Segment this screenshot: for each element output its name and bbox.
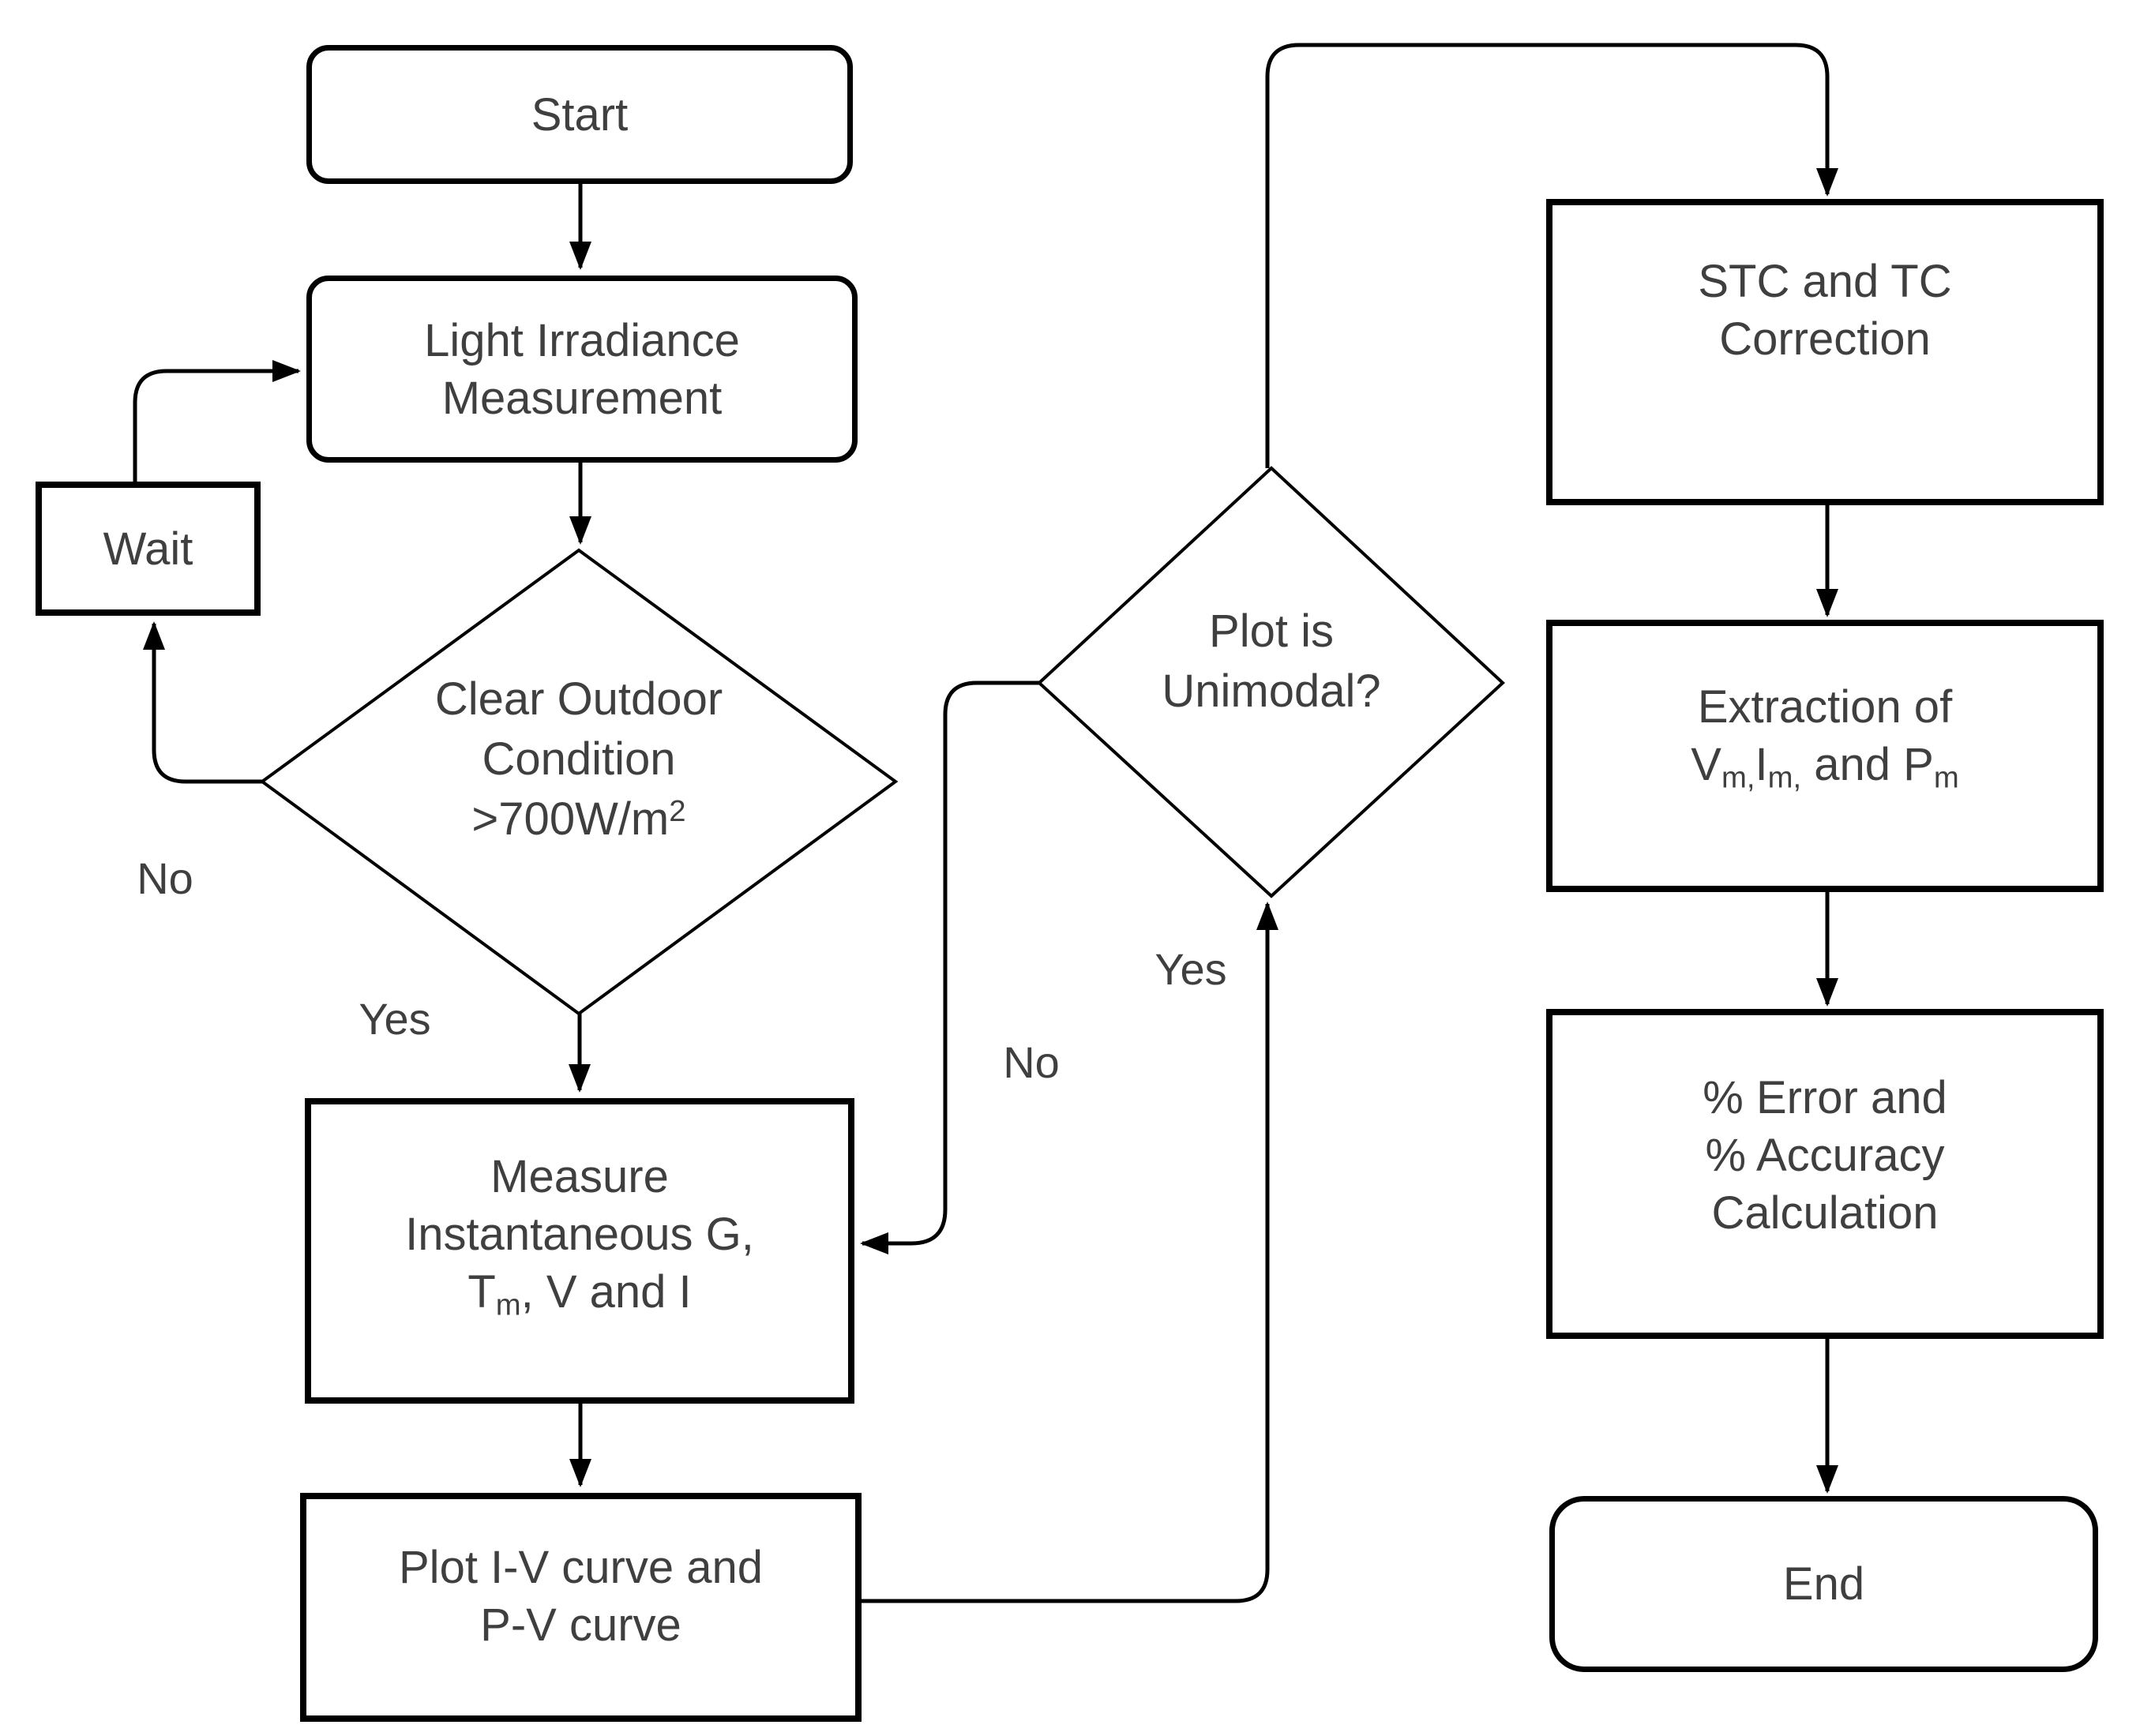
unimodal-yes-to-stc-arrow bbox=[1265, 43, 1838, 468]
plot-to-unimodal-arrow bbox=[862, 902, 1278, 1603]
unimodal-decision-label: Plot is Unimodal? bbox=[1162, 602, 1380, 722]
error-accuracy-label-line2: % Accuracy bbox=[1705, 1130, 1945, 1181]
clear-no-label: No bbox=[137, 853, 193, 903]
extraction-label-line2: Vm,Im, and Pm bbox=[1691, 739, 1959, 795]
clear-outdoor-label-line1: Clear Outdoor bbox=[434, 673, 723, 725]
measure-label-line2: Instantaneous G, bbox=[405, 1209, 754, 1260]
plot-curves-label-line1: Plot I-V curve and bbox=[399, 1542, 763, 1593]
unimodal-label-line1: Plot is bbox=[1209, 606, 1334, 657]
clear-outdoor-label-line3: >700W/m2 bbox=[471, 793, 686, 845]
measure-node: Measure Instantaneous G, Tm, V and I bbox=[305, 1098, 854, 1404]
unimodal-no-arrow bbox=[860, 681, 1039, 1254]
plot-curves-label-line2: P-V curve bbox=[480, 1599, 681, 1651]
wait-to-light-arrow bbox=[133, 360, 301, 482]
extraction-label-line1: Extraction of bbox=[1697, 681, 1953, 733]
error-accuracy-node: % Error and % Accuracy Calculation bbox=[1546, 1009, 2104, 1339]
start-node: Start bbox=[306, 45, 853, 184]
wait-node: Wait bbox=[36, 482, 261, 616]
error-accuracy-label-line1: % Error and bbox=[1703, 1072, 1947, 1123]
plot-curves-node: Plot I-V curve and P-V curve bbox=[300, 1493, 862, 1722]
measure-label-line1: Measure bbox=[490, 1151, 669, 1202]
clear-outdoor-decision-label: Clear Outdoor Condition >700W/m2 bbox=[435, 669, 723, 849]
light-irradiance-label-line1: Light Irradiance bbox=[424, 314, 740, 366]
unimodal-yes-label: Yes bbox=[1154, 944, 1227, 994]
unimodal-decision-shape bbox=[1037, 466, 1505, 898]
unimodal-no-label: No bbox=[1003, 1037, 1060, 1087]
stc-correction-label-line1: STC and TC bbox=[1698, 256, 1952, 307]
start-label: Start bbox=[531, 88, 629, 141]
light-irradiance-node: Light Irradiance Measurement bbox=[306, 276, 858, 463]
measure-label-line3: Tm, V and I bbox=[467, 1266, 692, 1322]
end-label: End bbox=[1782, 1558, 1865, 1610]
clear-outdoor-label-line2: Condition bbox=[482, 733, 676, 785]
unimodal-label-line2: Unimodal? bbox=[1162, 666, 1381, 717]
wait-label: Wait bbox=[103, 523, 193, 575]
light-irradiance-label-line2: Measurement bbox=[441, 372, 723, 424]
stc-correction-label-line2: Correction bbox=[1719, 313, 1931, 365]
extraction-node: Extraction of Vm,Im, and Pm bbox=[1546, 620, 2104, 892]
end-node: End bbox=[1549, 1496, 2098, 1672]
stc-correction-node: STC and TC Correction bbox=[1546, 199, 2104, 505]
clear-no-arrow bbox=[143, 621, 262, 784]
clear-yes-label: Yes bbox=[359, 994, 431, 1044]
error-accuracy-label-line3: Calculation bbox=[1711, 1187, 1939, 1239]
